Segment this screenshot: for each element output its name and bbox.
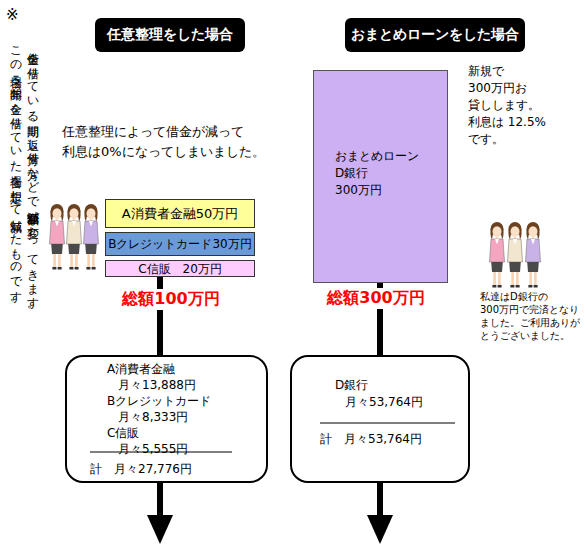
woman-figure xyxy=(490,222,505,288)
loan-box: おまとめローンD銀行300万円 xyxy=(313,70,448,283)
loan-text: おまとめローン xyxy=(335,148,419,165)
payment-text: 計 月々27,776円 xyxy=(90,461,192,478)
payment-box: A消費者金融月々13,888円Bクレジットカード月々8,333円C信販月々5,5… xyxy=(65,355,268,483)
loan-text: 300万円 xyxy=(335,182,382,199)
loan-text: D銀行 xyxy=(335,165,368,182)
total-amount: 総額100万円 xyxy=(120,289,221,310)
debt-text: Bクレジットカード30万円 xyxy=(108,236,252,253)
explanation-text: 新規で 300万円お 貸しします。 利息は 12.5%です。 xyxy=(468,63,550,148)
debt-text: C信販 20万円 xyxy=(138,262,222,276)
down-arrow-head xyxy=(147,515,173,544)
down-arrow-shaft xyxy=(157,483,163,517)
woman-figure xyxy=(508,222,523,288)
down-arrow-shaft xyxy=(377,483,383,517)
debt-box: Bクレジットカード30万円 xyxy=(105,232,255,256)
header-box: 任意整理をした場合 xyxy=(95,18,245,52)
total-amount: 総額300万円 xyxy=(325,288,426,309)
payment-text: 計 月々53,764円 xyxy=(320,431,422,448)
note-mark: ※ xyxy=(6,6,19,24)
woman-figure xyxy=(84,204,99,270)
payment-text: Bクレジットカード xyxy=(107,393,211,410)
payment-text: 月々5,555円 xyxy=(118,441,188,458)
payment-text: 月々53,764円 xyxy=(345,394,423,411)
payment-text: D銀行 xyxy=(335,377,368,394)
debt-box: C信販 20万円 xyxy=(105,260,255,277)
explanation-text: 任意整理によって借金が減って 利息は0%になってしまいました。 xyxy=(62,122,277,162)
woman-figure xyxy=(526,222,541,288)
woman-figure xyxy=(50,204,65,270)
speech-text: 私達はD銀行の 300万円で完済となり ました。ご利用ありが とうございました。 xyxy=(480,290,584,342)
header-text: おまとめローンをした場合 xyxy=(351,26,519,44)
payment-text: 月々8,333円 xyxy=(118,409,188,426)
payment-text: C信販 xyxy=(107,425,139,442)
header-text: 任意整理をした場合 xyxy=(107,26,233,44)
woman-figure xyxy=(67,204,82,270)
side-note: 借金を借りている期間、返し方借り方などで減額金額が変わってきます。 xyxy=(26,44,40,484)
payment-text: 月々13,888円 xyxy=(118,377,196,394)
side-note: この場合５年間お金を借りていた場合を想定して減額したものです。 xyxy=(9,38,23,478)
payment-text: A消費者金融 xyxy=(107,361,175,378)
down-arrow-head xyxy=(367,515,393,544)
debt-box: A消費者金融50万円 xyxy=(105,199,255,228)
header-box: おまとめローンをした場合 xyxy=(345,18,525,52)
payment-box: D銀行月々53,764円計 月々53,764円 xyxy=(290,355,470,483)
debt-text: A消費者金融50万円 xyxy=(122,205,238,223)
